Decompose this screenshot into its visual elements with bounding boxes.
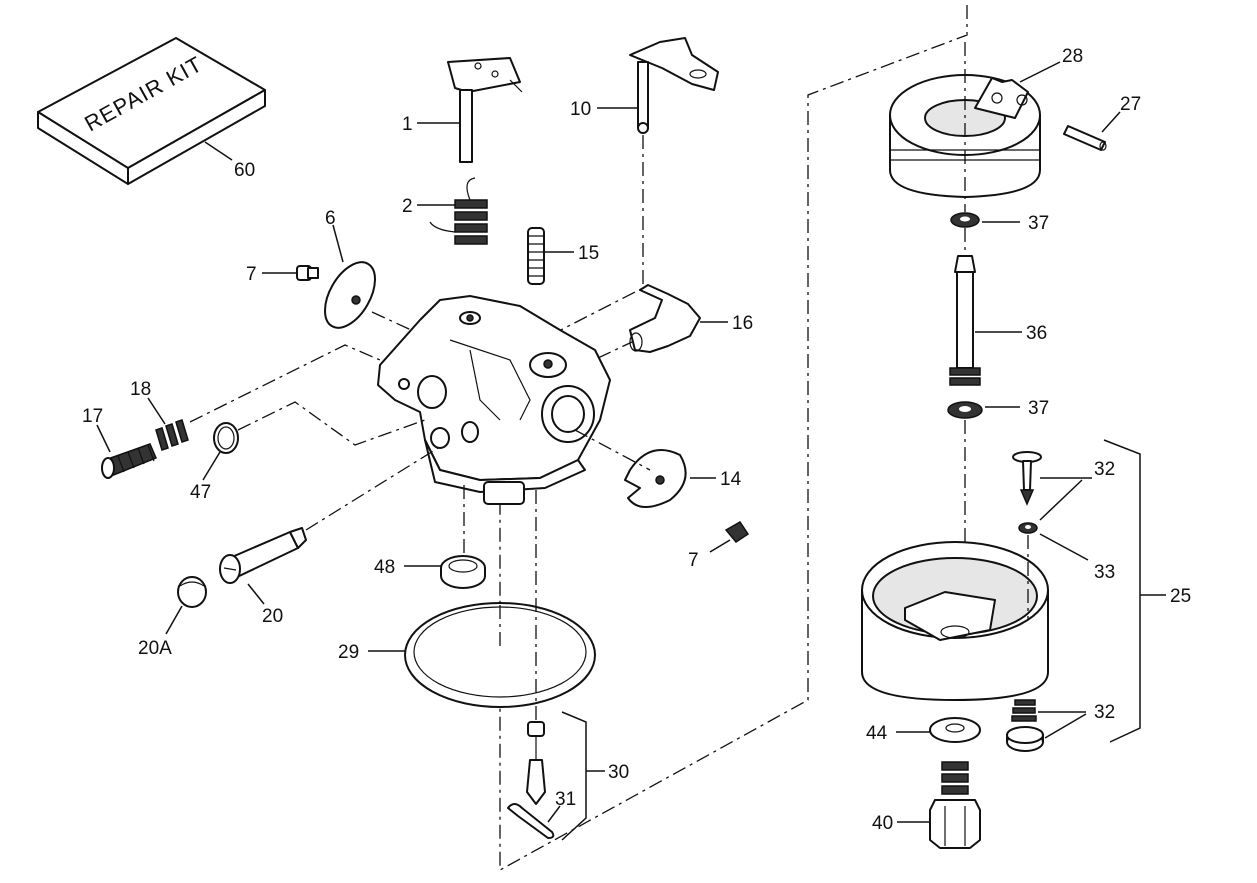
callout-30: 30 — [608, 762, 629, 783]
bowl-nut-washer-part — [929, 717, 981, 743]
fuel-inlet-elbow-part — [629, 284, 701, 353]
callout-14: 14 — [720, 469, 742, 490]
choke-shaft-part — [629, 37, 719, 134]
main-nozzle-part — [219, 527, 307, 584]
callout-29: 29 — [338, 642, 359, 663]
washer-upper-part — [950, 212, 980, 228]
callout-27: 27 — [1120, 94, 1141, 115]
choke-plate-part — [624, 449, 687, 508]
drain-valve-stem-part — [1012, 451, 1042, 506]
callout-16: 16 — [732, 313, 753, 334]
throttle-spring-part — [429, 177, 488, 245]
throttle-shaft-part — [447, 57, 523, 163]
callout-37-lower: 37 — [1028, 398, 1049, 419]
idle-speed-spring-part — [527, 227, 545, 285]
o-ring-small-part — [213, 422, 239, 454]
callout-20a: 20A — [138, 638, 172, 659]
callout-18: 18 — [130, 379, 151, 400]
drain-spring-part — [1006, 699, 1044, 752]
callout-60: 60 — [234, 160, 255, 181]
callout-32-upper: 32 — [1094, 459, 1115, 480]
callout-6: 6 — [325, 208, 336, 229]
callout-33: 33 — [1094, 562, 1115, 583]
float-bowl-part — [861, 541, 1049, 701]
washer-lower-part — [947, 401, 983, 419]
callout-1: 1 — [402, 114, 413, 135]
callout-15: 15 — [578, 243, 599, 264]
callout-17: 17 — [82, 406, 103, 427]
throttle-plate-screw-part — [296, 265, 319, 281]
callout-7-upper: 7 — [246, 264, 257, 285]
inlet-needle-part — [526, 721, 546, 805]
callout-10: 10 — [570, 99, 591, 120]
callout-28: 28 — [1062, 46, 1083, 67]
float-bowl-boundary-line — [499, 5, 968, 872]
callout-25: 25 — [1170, 586, 1191, 607]
primer-pump-stem-part — [949, 255, 981, 386]
inlet-seat-part — [440, 555, 486, 589]
callout-40: 40 — [872, 813, 893, 834]
bowl-nut-part — [929, 761, 981, 849]
welch-plug-part — [177, 576, 207, 608]
callout-48: 48 — [374, 557, 395, 578]
callout-32-lower: 32 — [1094, 702, 1115, 723]
drain-valve-seal-part — [1018, 522, 1038, 534]
callout-47: 47 — [190, 482, 211, 503]
idle-mixture-screw-part — [101, 443, 157, 479]
idle-mixture-spring-part — [155, 419, 189, 451]
repair-kit-box: REPAIR KIT — [37, 37, 266, 185]
callout-2: 2 — [402, 196, 413, 217]
inlet-needle-clip-part — [507, 803, 555, 839]
callout-36: 36 — [1026, 323, 1047, 344]
callout-20: 20 — [262, 606, 283, 627]
throttle-plate-part — [324, 261, 376, 329]
carburetor-body-part — [377, 295, 611, 505]
pin-part — [1063, 125, 1107, 151]
callout-44: 44 — [866, 723, 888, 744]
callout-37-upper: 37 — [1028, 213, 1049, 234]
choke-plate-screw-part — [724, 521, 750, 543]
callout-31: 31 — [555, 789, 576, 810]
callout-7-lower: 7 — [688, 550, 699, 571]
